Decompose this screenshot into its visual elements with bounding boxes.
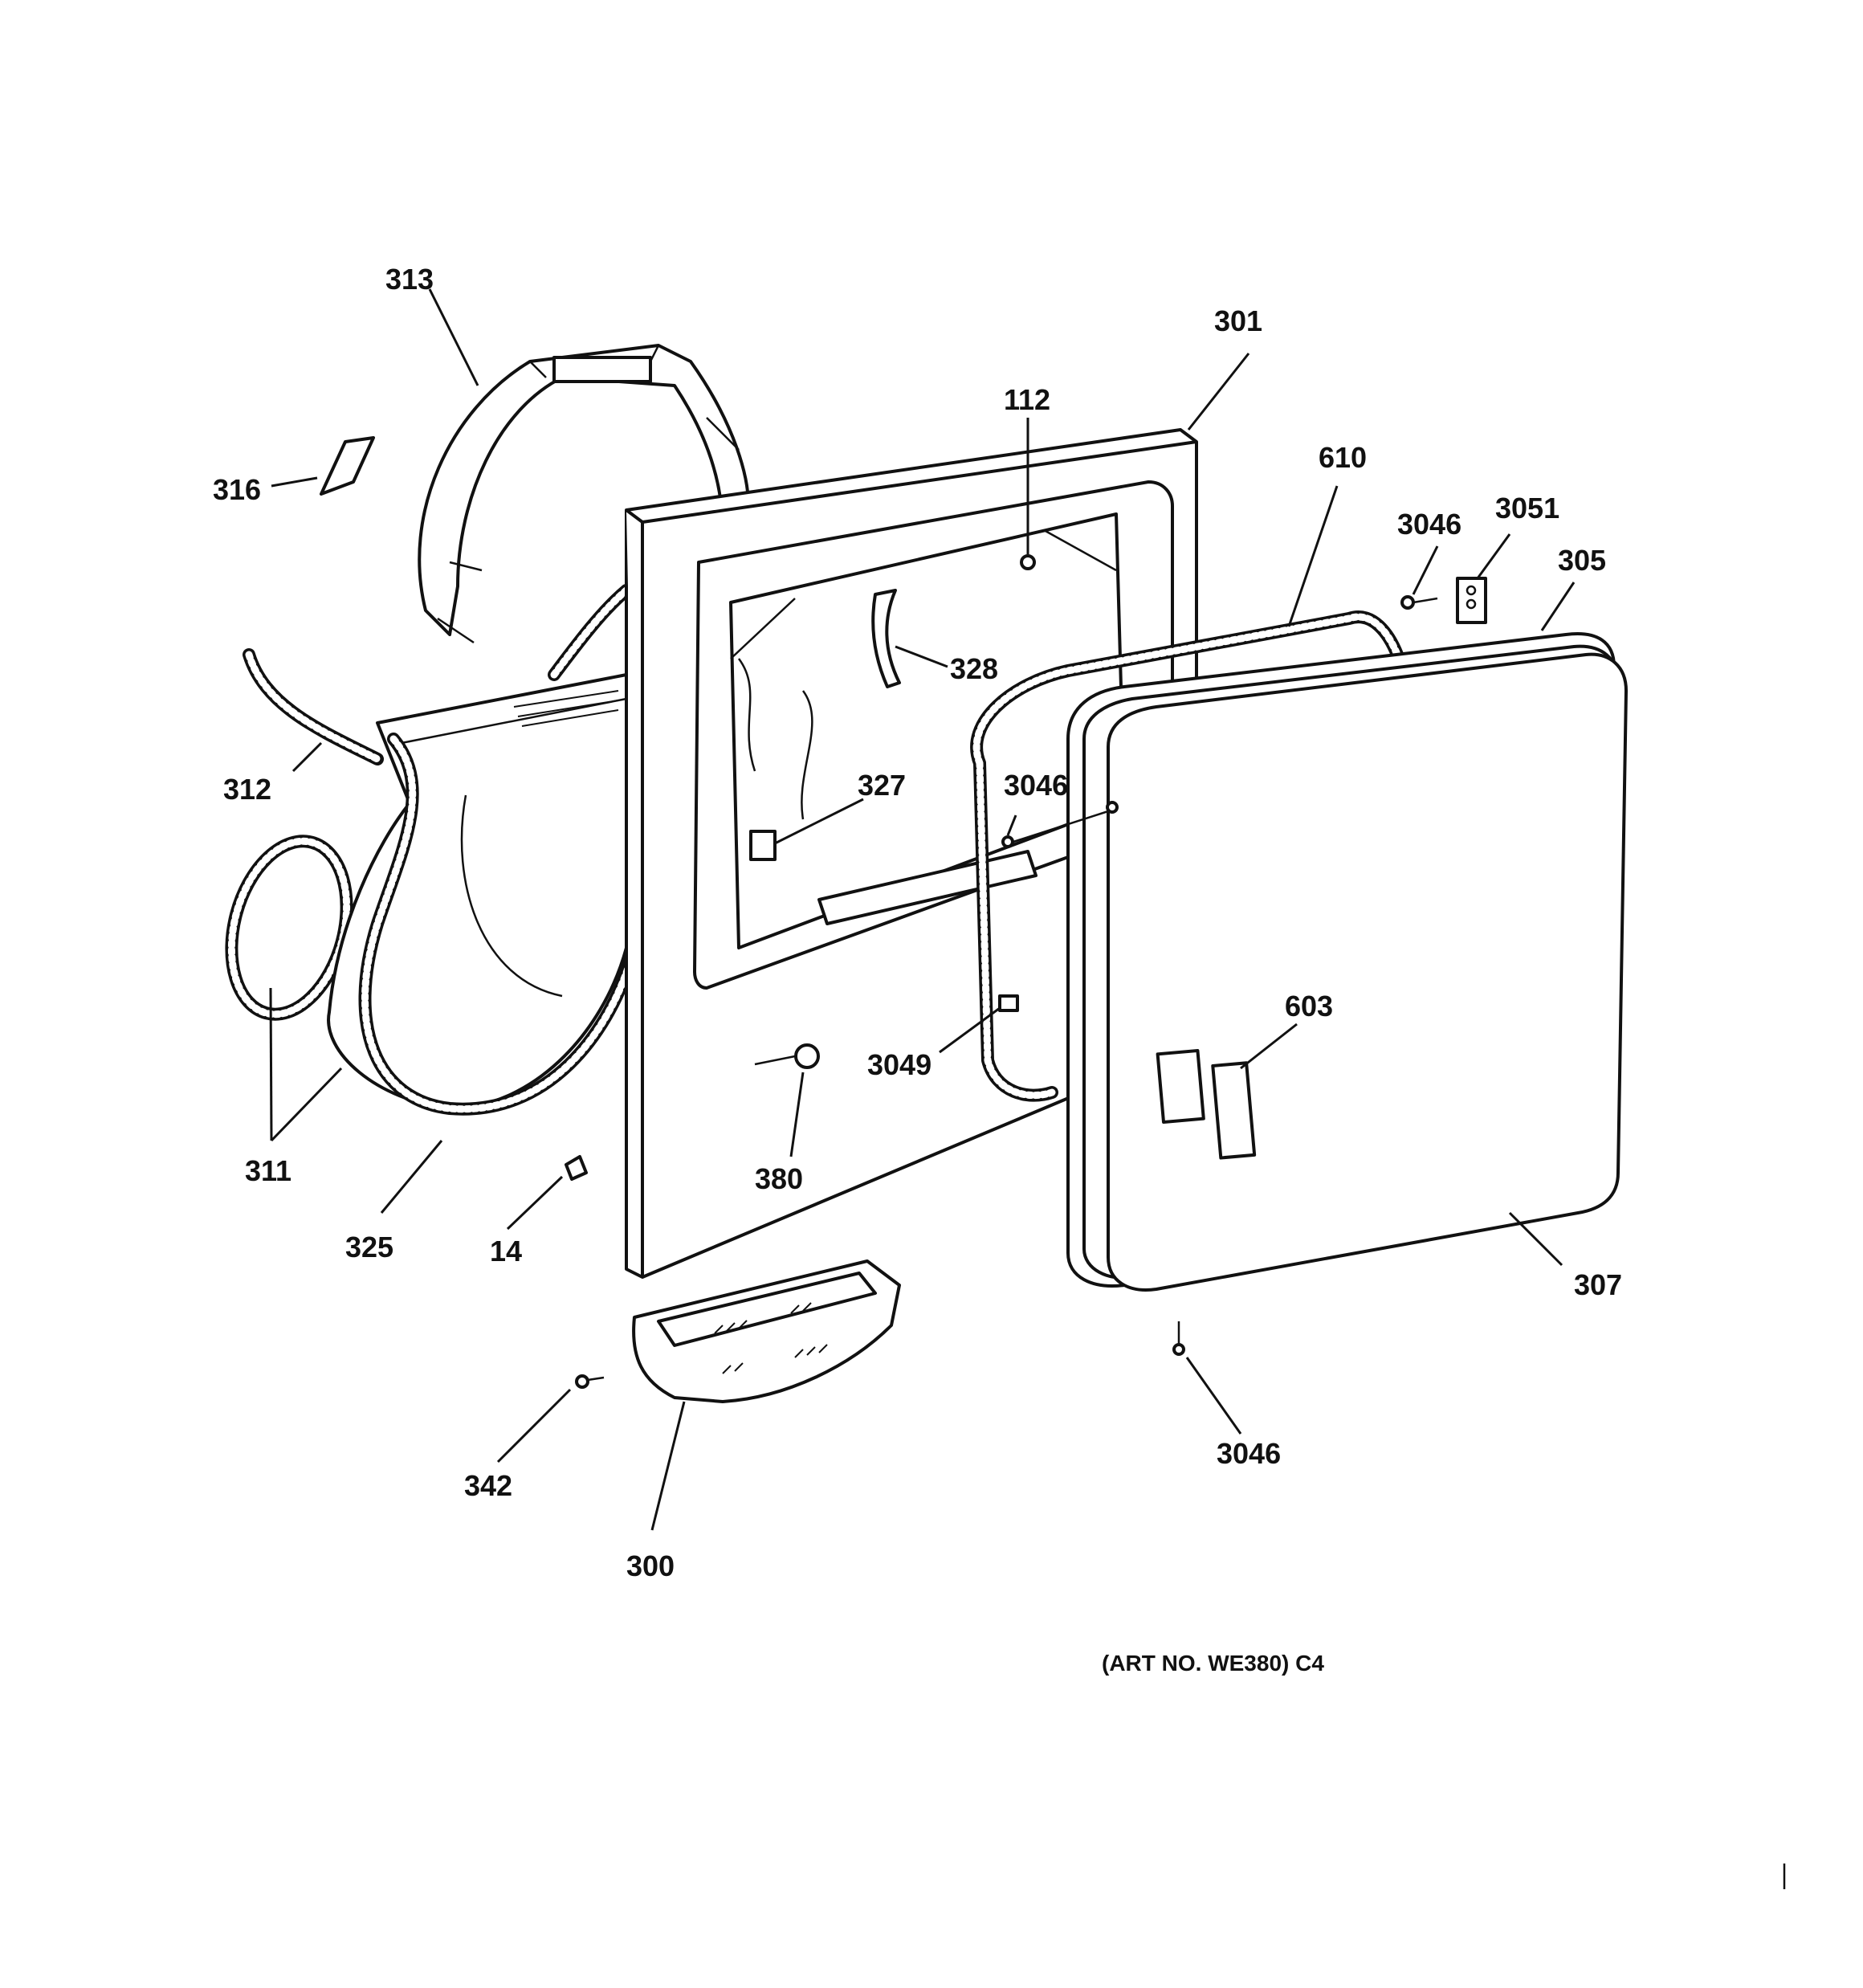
callout-3051: 3051	[1495, 492, 1559, 525]
lint-trap-300	[632, 1259, 901, 1403]
callout-3046-mid: 3046	[1004, 769, 1068, 802]
front-panel-301	[625, 428, 1198, 1279]
callout-307: 307	[1574, 1268, 1622, 1301]
strip-316	[320, 436, 375, 496]
callout-301: 301	[1214, 304, 1262, 337]
callout-14: 14	[490, 1235, 522, 1268]
door-305-307	[1066, 632, 1628, 1292]
callout-316: 316	[213, 473, 261, 506]
callout-610: 610	[1319, 441, 1367, 474]
callout-603: 603	[1285, 990, 1333, 1023]
front-bulkhead-325	[327, 673, 641, 1116]
callout-3046-top: 3046	[1397, 508, 1461, 541]
callout-313: 313	[385, 263, 434, 296]
callout-3046-bottom: 3046	[1217, 1437, 1281, 1470]
callout-325: 325	[345, 1231, 393, 1263]
art-number: (ART NO. WE380) C4	[1102, 1651, 1324, 1676]
callout-312: 312	[223, 773, 271, 806]
callout-311: 311	[245, 1154, 291, 1187]
clip-14	[565, 1155, 588, 1181]
callout-327: 327	[858, 769, 906, 802]
leader-lines	[269, 288, 1576, 1531]
callout-3049: 3049	[867, 1048, 932, 1081]
callout-380: 380	[755, 1162, 803, 1195]
callout-300: 300	[626, 1549, 675, 1582]
callout-328: 328	[950, 652, 998, 685]
callout-342: 342	[464, 1469, 512, 1502]
callout-305: 305	[1558, 544, 1606, 577]
callout-labels: 313 301 112 610 316 3046 3051 305 328 31…	[213, 263, 1622, 1676]
seal-312	[243, 648, 384, 765]
callout-112: 112	[1004, 383, 1050, 416]
